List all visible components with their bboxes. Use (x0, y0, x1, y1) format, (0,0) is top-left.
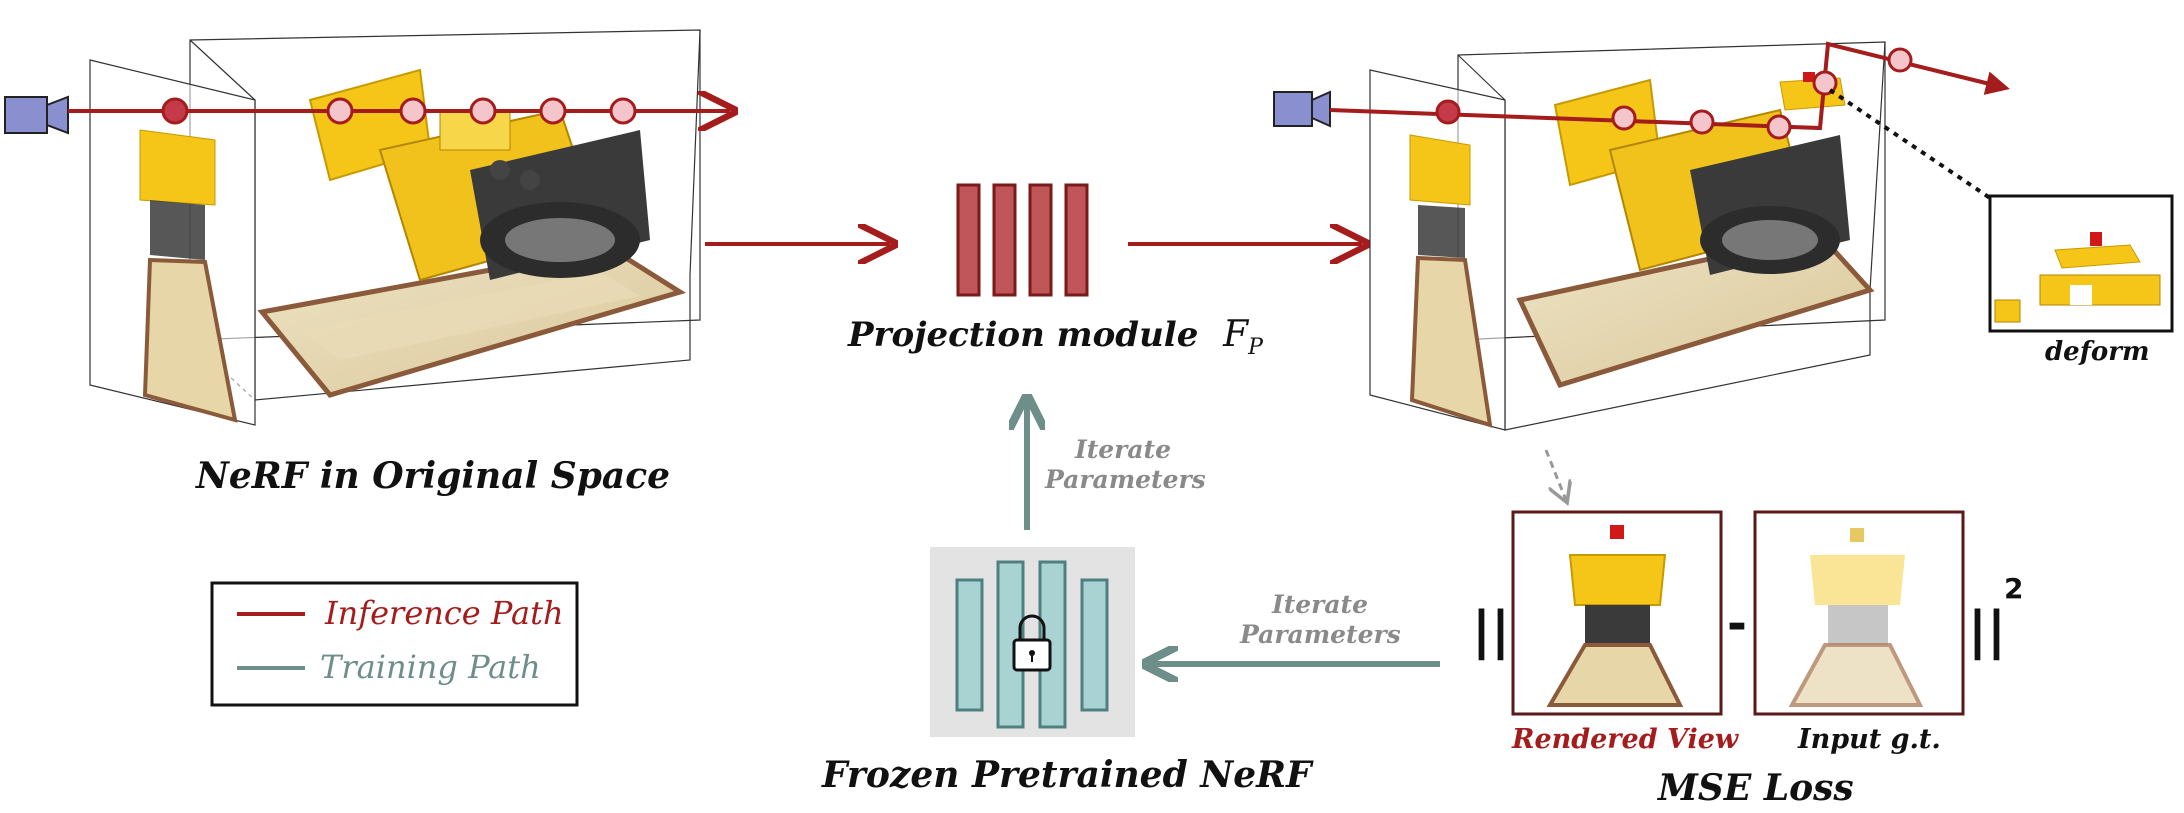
nerf-original-label: NeRF in Original Space (195, 455, 670, 497)
projection-module-label: Projection module FP (847, 314, 1264, 360)
right-ray-samples (1435, 47, 1913, 140)
frozen-bar-4 (1080, 578, 1109, 712)
legend-inference-label: Inference Path (324, 594, 564, 632)
iterate-horizontal-2: Parameters (1239, 620, 1401, 649)
mse-loss-label: MSE Loss (1656, 767, 1854, 809)
projection-module: Projection module FP (847, 183, 1264, 360)
right-bulldozer (1553, 72, 1850, 275)
iterate-horizontal-1: Iterate (1271, 590, 1368, 619)
left-bulldozer (308, 68, 650, 282)
frozen-nerf-label: Frozen Pretrained NeRF (821, 754, 1314, 796)
right-camera-icon (1273, 90, 1331, 128)
norm-left: || (1472, 601, 1510, 661)
frozen-bar-2 (996, 560, 1025, 729)
right-front-plane (1369, 69, 1506, 431)
frozen-bar-1 (955, 578, 984, 712)
rendered-view-label: Rendered View (1511, 724, 1740, 755)
projection-bar-3 (1028, 183, 1053, 297)
input-gt-image (1753, 510, 1965, 716)
projection-bar-4 (1064, 183, 1089, 297)
left-front-plane (89, 59, 256, 426)
frozen-nerf: Frozen Pretrained NeRF (821, 547, 1314, 796)
projection-bar-1 (956, 183, 981, 297)
norm-exponent: 2 (2004, 572, 2023, 605)
lock-icon (1012, 614, 1052, 672)
render-dashed-arrow (1544, 449, 1566, 500)
right-scene (1273, 41, 2010, 431)
deform-pointer-line (1828, 88, 1992, 200)
input-gt-label: Input g.t. (1797, 724, 1941, 755)
mse-loss-group: || - || 2 Rendered View Input g.t. MSE L… (1472, 510, 2023, 809)
left-scene: NeRF in Original Space (4, 29, 730, 497)
legend-training-label: Training Path (320, 648, 541, 686)
iterate-vertical-2: Parameters (1044, 465, 1206, 494)
norm-right: || (1968, 601, 2006, 661)
legend: Inference Path Training Path (210, 581, 579, 707)
iterate-vertical-1: Iterate (1074, 435, 1171, 464)
minus-sign: - (1727, 596, 1747, 652)
left-camera-icon (4, 95, 69, 135)
left-ray-samples (161, 97, 637, 125)
deform-inset: deform (1988, 194, 2174, 367)
deform-label: deform (2045, 337, 2149, 367)
projection-bar-2 (992, 183, 1017, 297)
rendered-view-image (1511, 510, 1723, 716)
